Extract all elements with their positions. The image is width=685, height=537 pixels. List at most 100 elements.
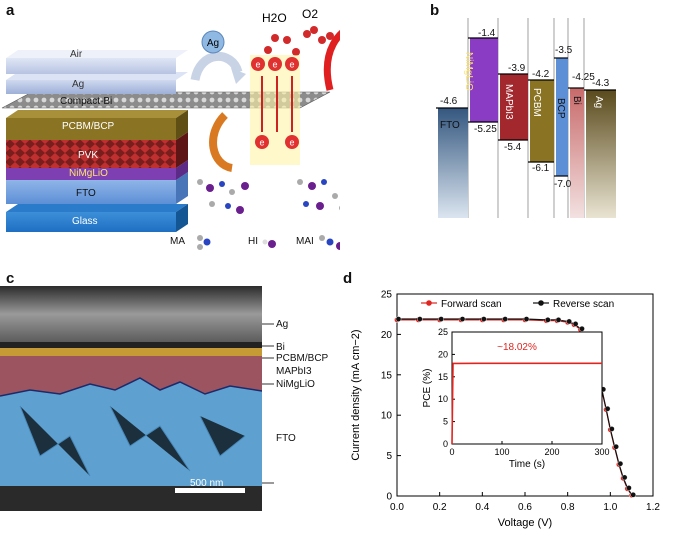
band-label-bi: Bi (571, 96, 582, 105)
sem-label-bi: Bi (276, 342, 285, 353)
legend-mai-icon (319, 235, 340, 250)
inset-x-tick-label: 200 (544, 447, 559, 457)
legend-marker (538, 300, 544, 306)
inset-pce-line (451, 362, 602, 445)
legend-hi-label: HI (248, 236, 258, 247)
inset-y-tick-label: 25 (438, 327, 448, 337)
data-point (545, 317, 551, 323)
x-tick-label: 0.6 (518, 502, 532, 513)
x-tick-label: 1.2 (646, 502, 660, 513)
panel-c-letter: c (6, 270, 15, 287)
inset-x-axis-label: Time (s) (509, 459, 545, 470)
legend-ma-icon (197, 235, 211, 250)
svg-text:e: e (289, 138, 294, 148)
band-value-pcbm-top: -4.2 (532, 69, 550, 80)
panel-a-device-schematic: Ag H2O O2 e e e e e (1, 7, 340, 250)
panel-d-letter: d (343, 270, 353, 287)
band-label-mapbi3: MAPbI3 (503, 84, 514, 120)
data-point (502, 316, 508, 322)
ion-molecules (197, 179, 340, 214)
layer-nimglio (6, 168, 176, 180)
data-point (555, 317, 562, 323)
legend-ma-label: MA (170, 236, 185, 247)
legend-marker (426, 300, 432, 306)
sem-label-nimglio: NiMgLiO (276, 379, 315, 390)
band-value-bcp-bottom: -7.0 (554, 179, 572, 190)
legend-hi-icon (262, 239, 276, 248)
data-point (459, 316, 466, 322)
layer-pvk (6, 140, 176, 168)
x-tick-label: 1.0 (603, 502, 617, 513)
layer-label-compact-bi: Compact-Bi (60, 96, 113, 107)
layer-label-nimglio: NiMgLiO (69, 168, 108, 179)
data-point (613, 443, 619, 450)
ag-diffusion-arrow (190, 52, 243, 82)
inset-y-tick-label: 20 (438, 349, 448, 359)
data-point (566, 318, 572, 325)
band-value-mapbi3-top: -3.9 (508, 63, 526, 74)
y-tick-label: 5 (386, 451, 392, 462)
inset-y-tick-label: 10 (438, 394, 448, 404)
data-point (481, 316, 487, 322)
band-pcbm (530, 80, 554, 162)
band-ag (586, 90, 616, 218)
sem-label-leaders (262, 323, 274, 484)
band-value-nimglio-top: -1.4 (478, 28, 496, 39)
data-point (572, 321, 579, 327)
inset-plot-frame (451, 331, 603, 445)
sem-label-fto: FTO (276, 433, 296, 444)
svg-text:e: e (272, 60, 277, 70)
inset-x-tick-label: 100 (494, 447, 509, 457)
data-point (579, 325, 585, 332)
h2o-label: H2O (262, 11, 287, 25)
sem-label-mapbi3: MAPbI3 (276, 366, 312, 377)
sem-label-pcbm-bcp: PCBM/BCP (276, 353, 329, 364)
legend-label-forward: Forward scan (441, 299, 502, 310)
data-point (417, 316, 423, 322)
panel-c-sem-image (0, 286, 262, 511)
band-value-bcp-top: -3.5 (555, 45, 573, 56)
inset-x-tick-label: 300 (594, 447, 609, 457)
band-value-fto-top: -4.6 (440, 96, 458, 107)
svg-text:e: e (259, 138, 264, 148)
band-value-nimglio-bottom: -5.25 (474, 124, 497, 135)
data-point (438, 316, 444, 322)
electron-arrows (261, 76, 293, 132)
band-nimglio (470, 38, 498, 122)
sem-label-ag: Ag (276, 319, 289, 330)
data-point (617, 460, 624, 467)
inset-annotation: ~18.02% (497, 342, 537, 353)
inset-y-tick-label: 0 (443, 439, 448, 449)
data-point (523, 316, 530, 322)
scale-bar-label: 500 nm (190, 478, 224, 489)
svg-text:e: e (255, 60, 260, 70)
band-mapbi3 (500, 74, 528, 140)
layer-glass (6, 212, 176, 232)
band-fto (438, 108, 468, 218)
band-value-mapbi3-bottom: -5.4 (504, 142, 522, 153)
ag-ion-bubble (201, 30, 225, 54)
layer-air (6, 58, 176, 74)
layer-ag (6, 80, 176, 94)
data-point (630, 491, 636, 498)
water-oxygen-molecules (264, 26, 334, 56)
y-tick-label: 15 (381, 370, 393, 381)
band-label-ag: Ag (593, 96, 604, 109)
inset-x-tick-label: 0 (449, 447, 454, 457)
data-point (395, 316, 402, 322)
band-value-ag-top: -4.3 (592, 78, 610, 89)
data-point (609, 426, 615, 432)
x-tick-label: 0.4 (475, 502, 489, 513)
y-tick-label: 20 (381, 330, 393, 341)
band-bcp (556, 58, 568, 176)
layer-label-fto: FTO (76, 188, 96, 199)
o2-escape-arrow (323, 30, 340, 91)
inset-y-tick-label: 15 (438, 372, 448, 382)
layer-label-ag: Ag (72, 79, 85, 90)
y-axis-label: Current density (mA cm−2) (350, 329, 362, 460)
layer-pcbm-bcp (6, 118, 176, 140)
layer-label-glass: Glass (72, 216, 98, 227)
legend-mai-label: MAI (296, 236, 314, 247)
band-value-pcbm-bottom: -6.1 (532, 163, 550, 174)
inset-y-axis-label: PCE (%) (422, 369, 433, 408)
